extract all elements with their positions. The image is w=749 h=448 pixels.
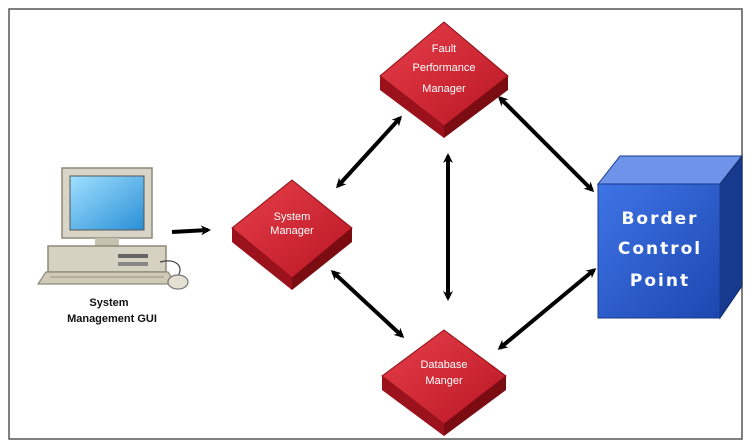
gui-label-line1: System [89,297,128,309]
arrows [171,95,597,350]
database-manager-node: Database Manger [381,329,507,436]
system-to-database-arrow [330,269,405,339]
database-manager-label-line2: Manger [425,375,463,387]
system-manager-label-line1: System [274,211,311,223]
bcp-label-line1: Border [621,209,698,229]
fault-manager-label-line1: Fault [432,43,456,55]
fault-manager-label-line2: Performance [413,62,476,74]
fault-to-bcp-arrow [497,95,595,193]
database-to-bcp-arrow [497,268,597,350]
fault-performance-manager-node: Fault Performance Manager [379,21,509,138]
computer-icon [36,167,189,290]
system-manager-node: System Manager [231,179,353,290]
bcp-label-line3: Point [630,271,690,291]
bcp-label-line2: Control [618,239,702,259]
border-control-point-cube: Border Control Point [596,154,744,320]
system-manager-label-line2: Manager [270,225,314,237]
gui-to-system-manager-arrow [171,225,211,236]
database-manager-label-line1: Database [420,359,467,371]
fault-manager-label-line3: Manager [422,83,466,95]
system-to-fault-arrow [335,115,403,189]
gui-label-line2: Management GUI [67,313,157,325]
